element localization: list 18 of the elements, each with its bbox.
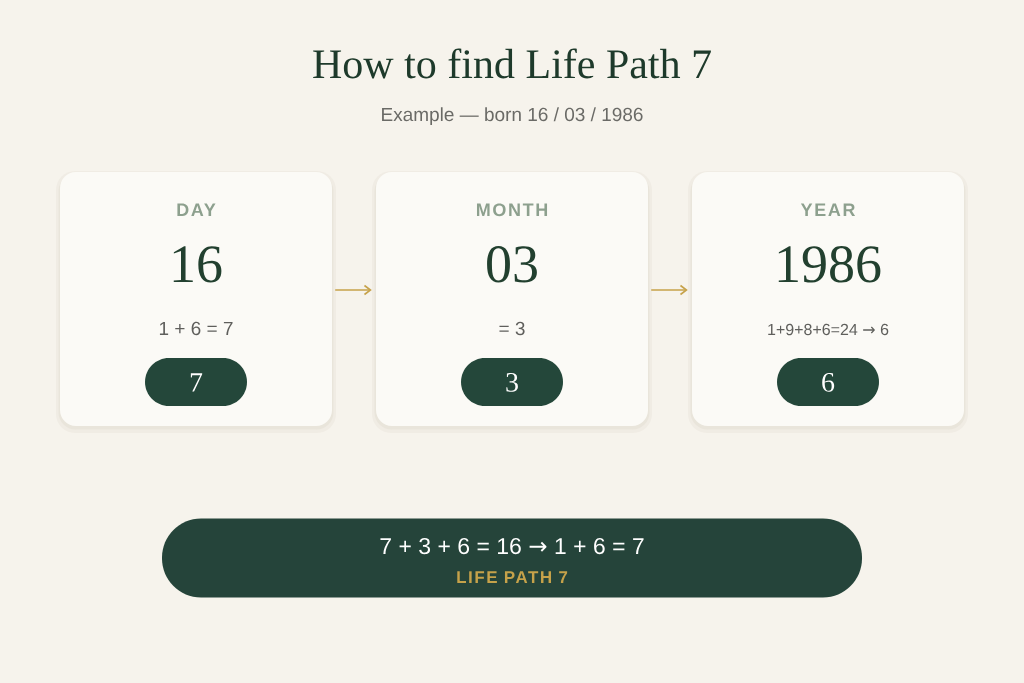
large-number: 03 — [487, 246, 537, 283]
title: How to find Life Path 7 — [313, 48, 711, 79]
result-pill: 6 — [777, 358, 879, 406]
card-heading: YEAR — [800, 203, 856, 216]
result-pill: 3 — [461, 358, 563, 406]
result-pill: 7 — [145, 358, 247, 406]
arrow — [650, 284, 688, 296]
result-label: LIFE PATH 7 — [457, 571, 568, 583]
sum-formula: 7 + 3 + 6 = 16 → 1 + 6 = 7 — [380, 537, 644, 555]
sum-formula: = 3 — [499, 321, 525, 336]
subtitle: Example — born 16 / 03 / 1986 — [382, 107, 643, 125]
large-number: 16 — [173, 246, 222, 283]
card-heading: DAY — [177, 203, 216, 216]
card-heading: MONTH — [477, 203, 548, 217]
sum-formula: 1 + 6 = 7 — [159, 321, 233, 336]
arrow — [334, 284, 372, 296]
large-number: 1986 — [778, 246, 881, 283]
sum-formula: 1+9+8+6=24 → 6 — [768, 323, 889, 336]
